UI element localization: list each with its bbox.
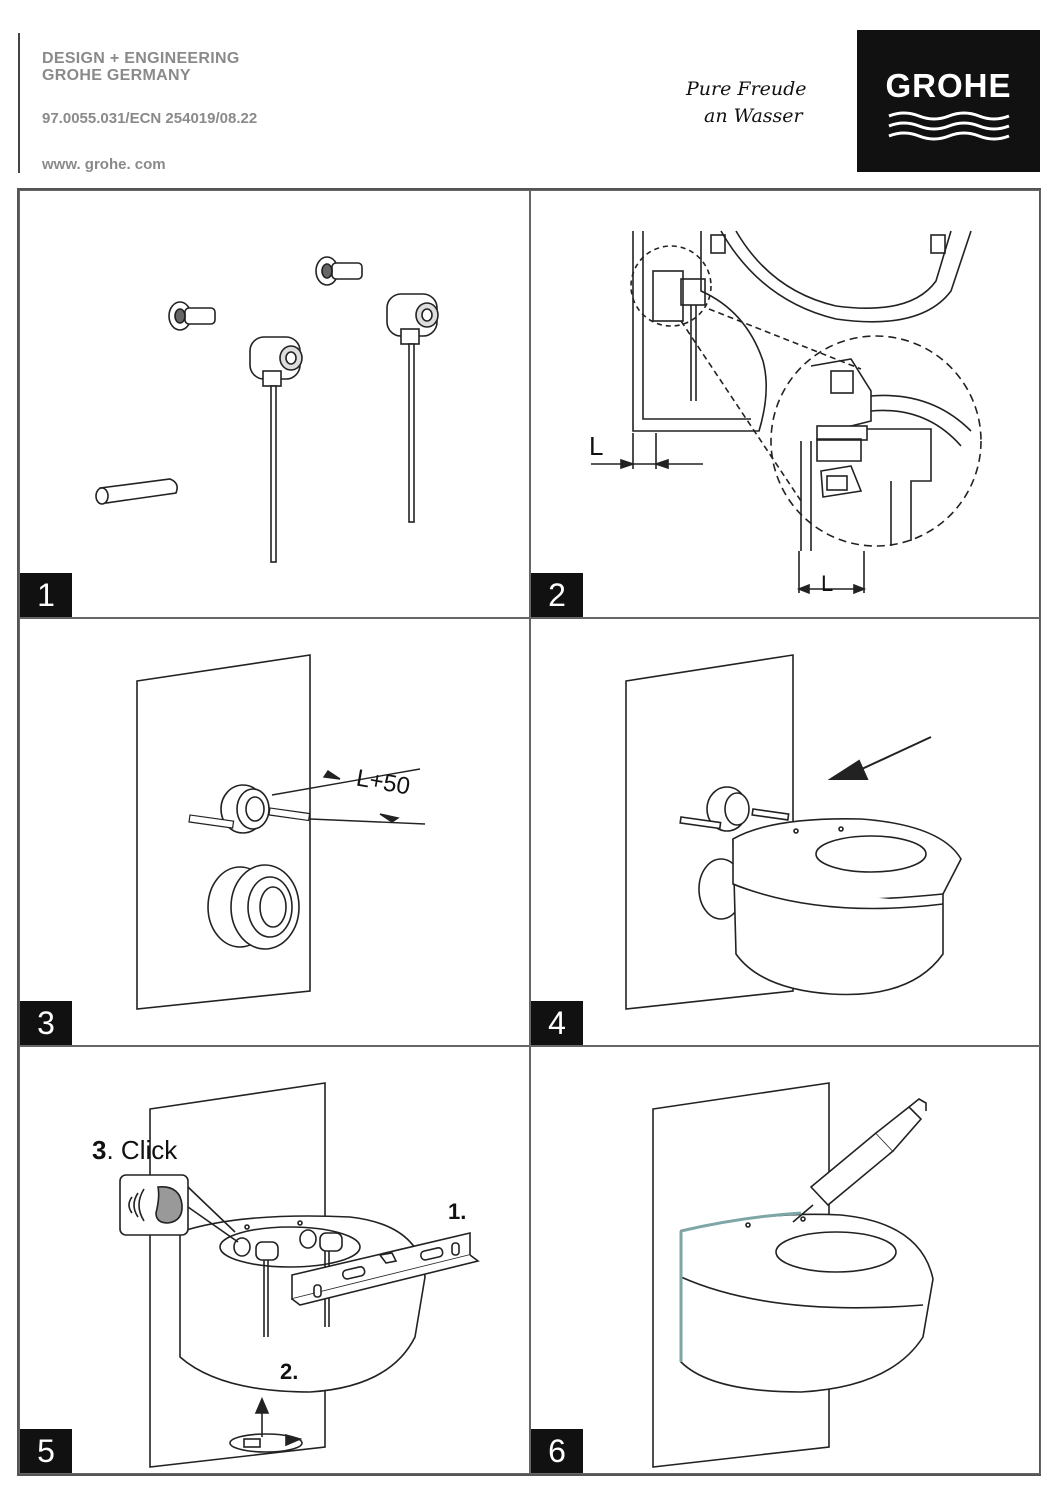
cross-section-illustration — [591, 230, 982, 595]
grohe-logo: GROHE — [857, 30, 1040, 172]
dimension-label-l: L — [589, 431, 604, 461]
step-click-number: 3 — [92, 1135, 107, 1165]
header-line2: GROHE GERMANY — [42, 67, 191, 84]
step-number-1: 1 — [20, 573, 72, 617]
wc-mounting-illustration — [625, 654, 962, 1010]
fixing-kit-illustration — [95, 256, 439, 563]
wall-studs-illustration — [136, 654, 426, 1010]
header-rule — [18, 33, 20, 173]
step-panel-1: 1 — [19, 190, 530, 618]
step-panel-5: 3. Click 1. 2. 5 — [19, 1046, 530, 1474]
step-panel-6: 6 — [530, 1046, 1041, 1474]
slogan: Pure Freude an Wasser — [686, 76, 836, 130]
step-click-label: 3. Click — [92, 1135, 177, 1166]
logo-text: GROHE — [885, 67, 1012, 104]
instruction-grid: 1 — [17, 188, 1041, 1476]
document-number: 97.0055.031/ECN 254019/08.22 — [42, 110, 258, 127]
step-label-1: 1. — [448, 1199, 467, 1224]
slogan-line1: Pure Freude — [686, 78, 807, 100]
step-number-6: 6 — [531, 1429, 583, 1473]
step-number-2: 2 — [531, 573, 583, 617]
slogan-line2: an Wasser — [704, 105, 803, 127]
step-number-4: 4 — [531, 1001, 583, 1045]
step-panel-3: L+50 3 — [19, 618, 530, 1046]
header-line1: DESIGN + ENGINEERING — [42, 50, 240, 67]
wave-icon — [888, 111, 1010, 141]
step-click-text: . Click — [106, 1135, 178, 1165]
step-panel-2: L L 2 — [530, 190, 1041, 618]
website-link[interactable]: www. grohe. com — [42, 156, 166, 173]
dimension-label-l-zoom: L — [821, 571, 834, 596]
step-number-3: 3 — [20, 1001, 72, 1045]
sealing-illustration — [652, 1082, 934, 1468]
fastening-illustration — [119, 1082, 480, 1468]
step-label-2: 2. — [280, 1359, 299, 1384]
step-number-5: 5 — [20, 1429, 72, 1473]
step-panel-4: 4 — [530, 618, 1041, 1046]
